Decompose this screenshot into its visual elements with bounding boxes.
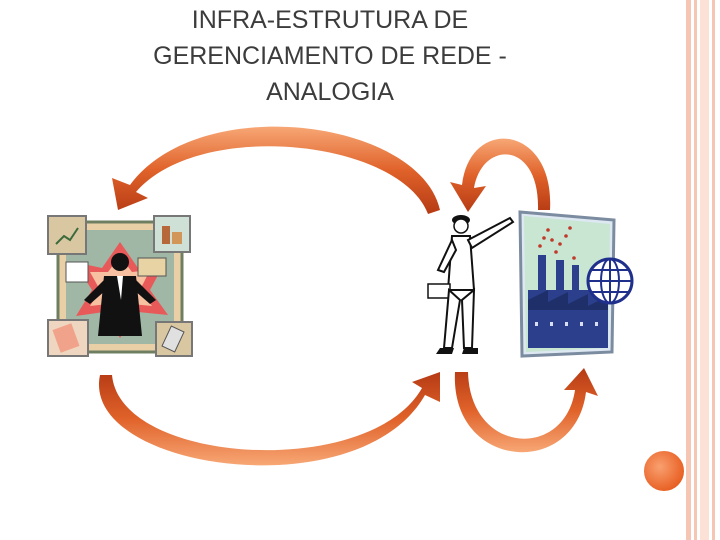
globe-icon: [586, 257, 634, 305]
top-left-curved-arrow: [112, 126, 440, 214]
slide-title: INFRA-ESTRUTURA DE GERENCIAMENTO DE REDE…: [60, 2, 600, 110]
title-line-2: GERENCIAMENTO DE REDE -: [153, 42, 507, 70]
top-right-curved-arrow: [450, 138, 551, 212]
bottom-left-curved-arrow: [98, 372, 441, 466]
title-line-3: ANALOGIA: [266, 78, 394, 106]
bottom-right-curved-arrow: [454, 368, 598, 453]
manager-clipart-icon: [47, 215, 193, 357]
title-line-1: INFRA-ESTRUTURA DE: [191, 6, 469, 34]
factory-clipart-icon: [518, 210, 634, 358]
right-border-decoration: [686, 0, 715, 540]
engineer-clipart-icon: [427, 215, 515, 354]
accent-circle: [642, 449, 686, 493]
